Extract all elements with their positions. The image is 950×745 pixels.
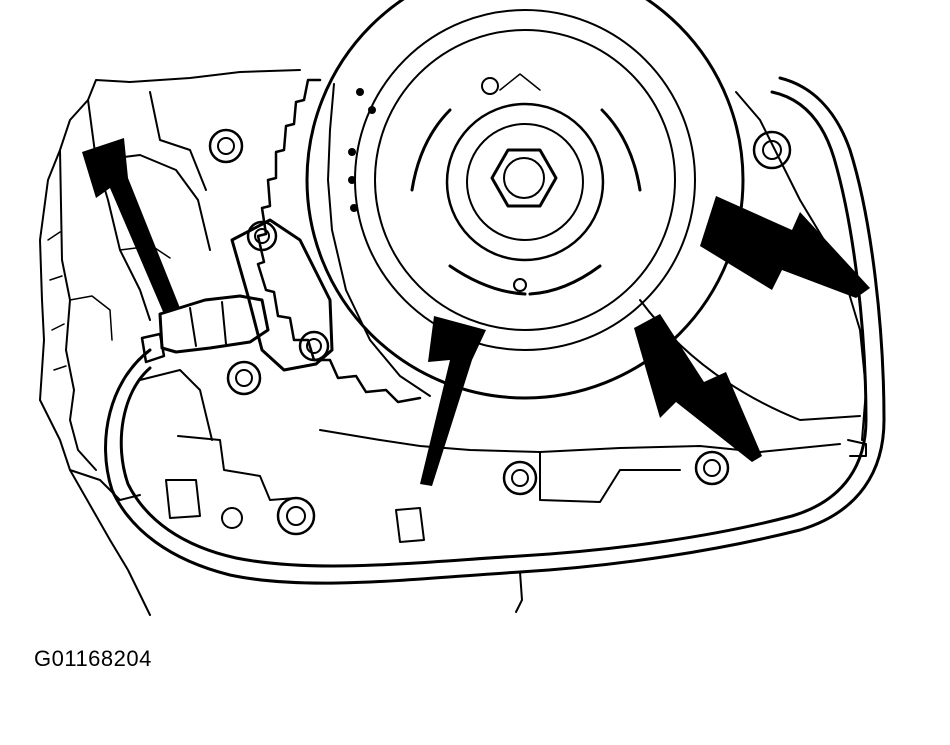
arrow-to-sensor bbox=[82, 138, 180, 314]
arrow-to-lower-right-seal bbox=[634, 314, 762, 462]
mounting-bolts bbox=[208, 128, 792, 536]
crankshaft-position-sensor bbox=[140, 218, 334, 372]
arrow-to-lower-seal bbox=[420, 316, 486, 486]
cover-seal-outline bbox=[104, 76, 886, 613]
oil-pan-detail bbox=[139, 73, 867, 543]
crankshaft-pulley bbox=[305, 0, 745, 400]
pointer-arrows bbox=[82, 138, 870, 486]
arrow-to-right-seal bbox=[700, 196, 870, 298]
reluctor-ring bbox=[256, 78, 431, 404]
figure-id-label: G01168204 bbox=[34, 646, 152, 671]
